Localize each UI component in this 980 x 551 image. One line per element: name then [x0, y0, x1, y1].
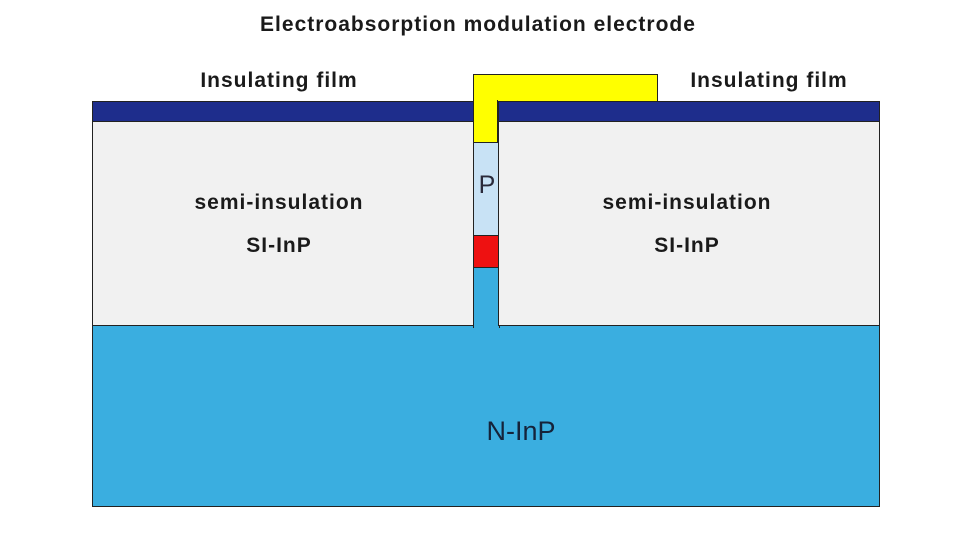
insulating-film-label-right: Insulating film	[690, 69, 848, 92]
n-inp-substrate	[92, 325, 880, 507]
diagram-title: Electroabsorption modulation electrode	[260, 13, 696, 36]
semi-insulation-block-right	[498, 120, 880, 326]
n-inp-label: N-InP	[486, 416, 556, 446]
semi-insulation-label-left: semi-insulation	[194, 191, 364, 214]
insulating-film-left	[92, 101, 474, 122]
active-layer	[473, 235, 499, 268]
semi-insulation-block-left	[92, 120, 474, 326]
si-inp-label-left: SI-InP	[246, 234, 312, 257]
si-inp-label-right: SI-InP	[654, 234, 720, 257]
ridge-n-inp	[473, 266, 500, 328]
p-layer	[473, 142, 499, 236]
electrode-pad	[473, 74, 658, 102]
electrode-stem	[473, 100, 498, 143]
insulating-film-label-left: Insulating film	[200, 69, 358, 92]
p-layer-label: P	[478, 171, 496, 199]
insulating-film-right	[498, 101, 880, 122]
semi-insulation-label-right: semi-insulation	[602, 191, 772, 214]
